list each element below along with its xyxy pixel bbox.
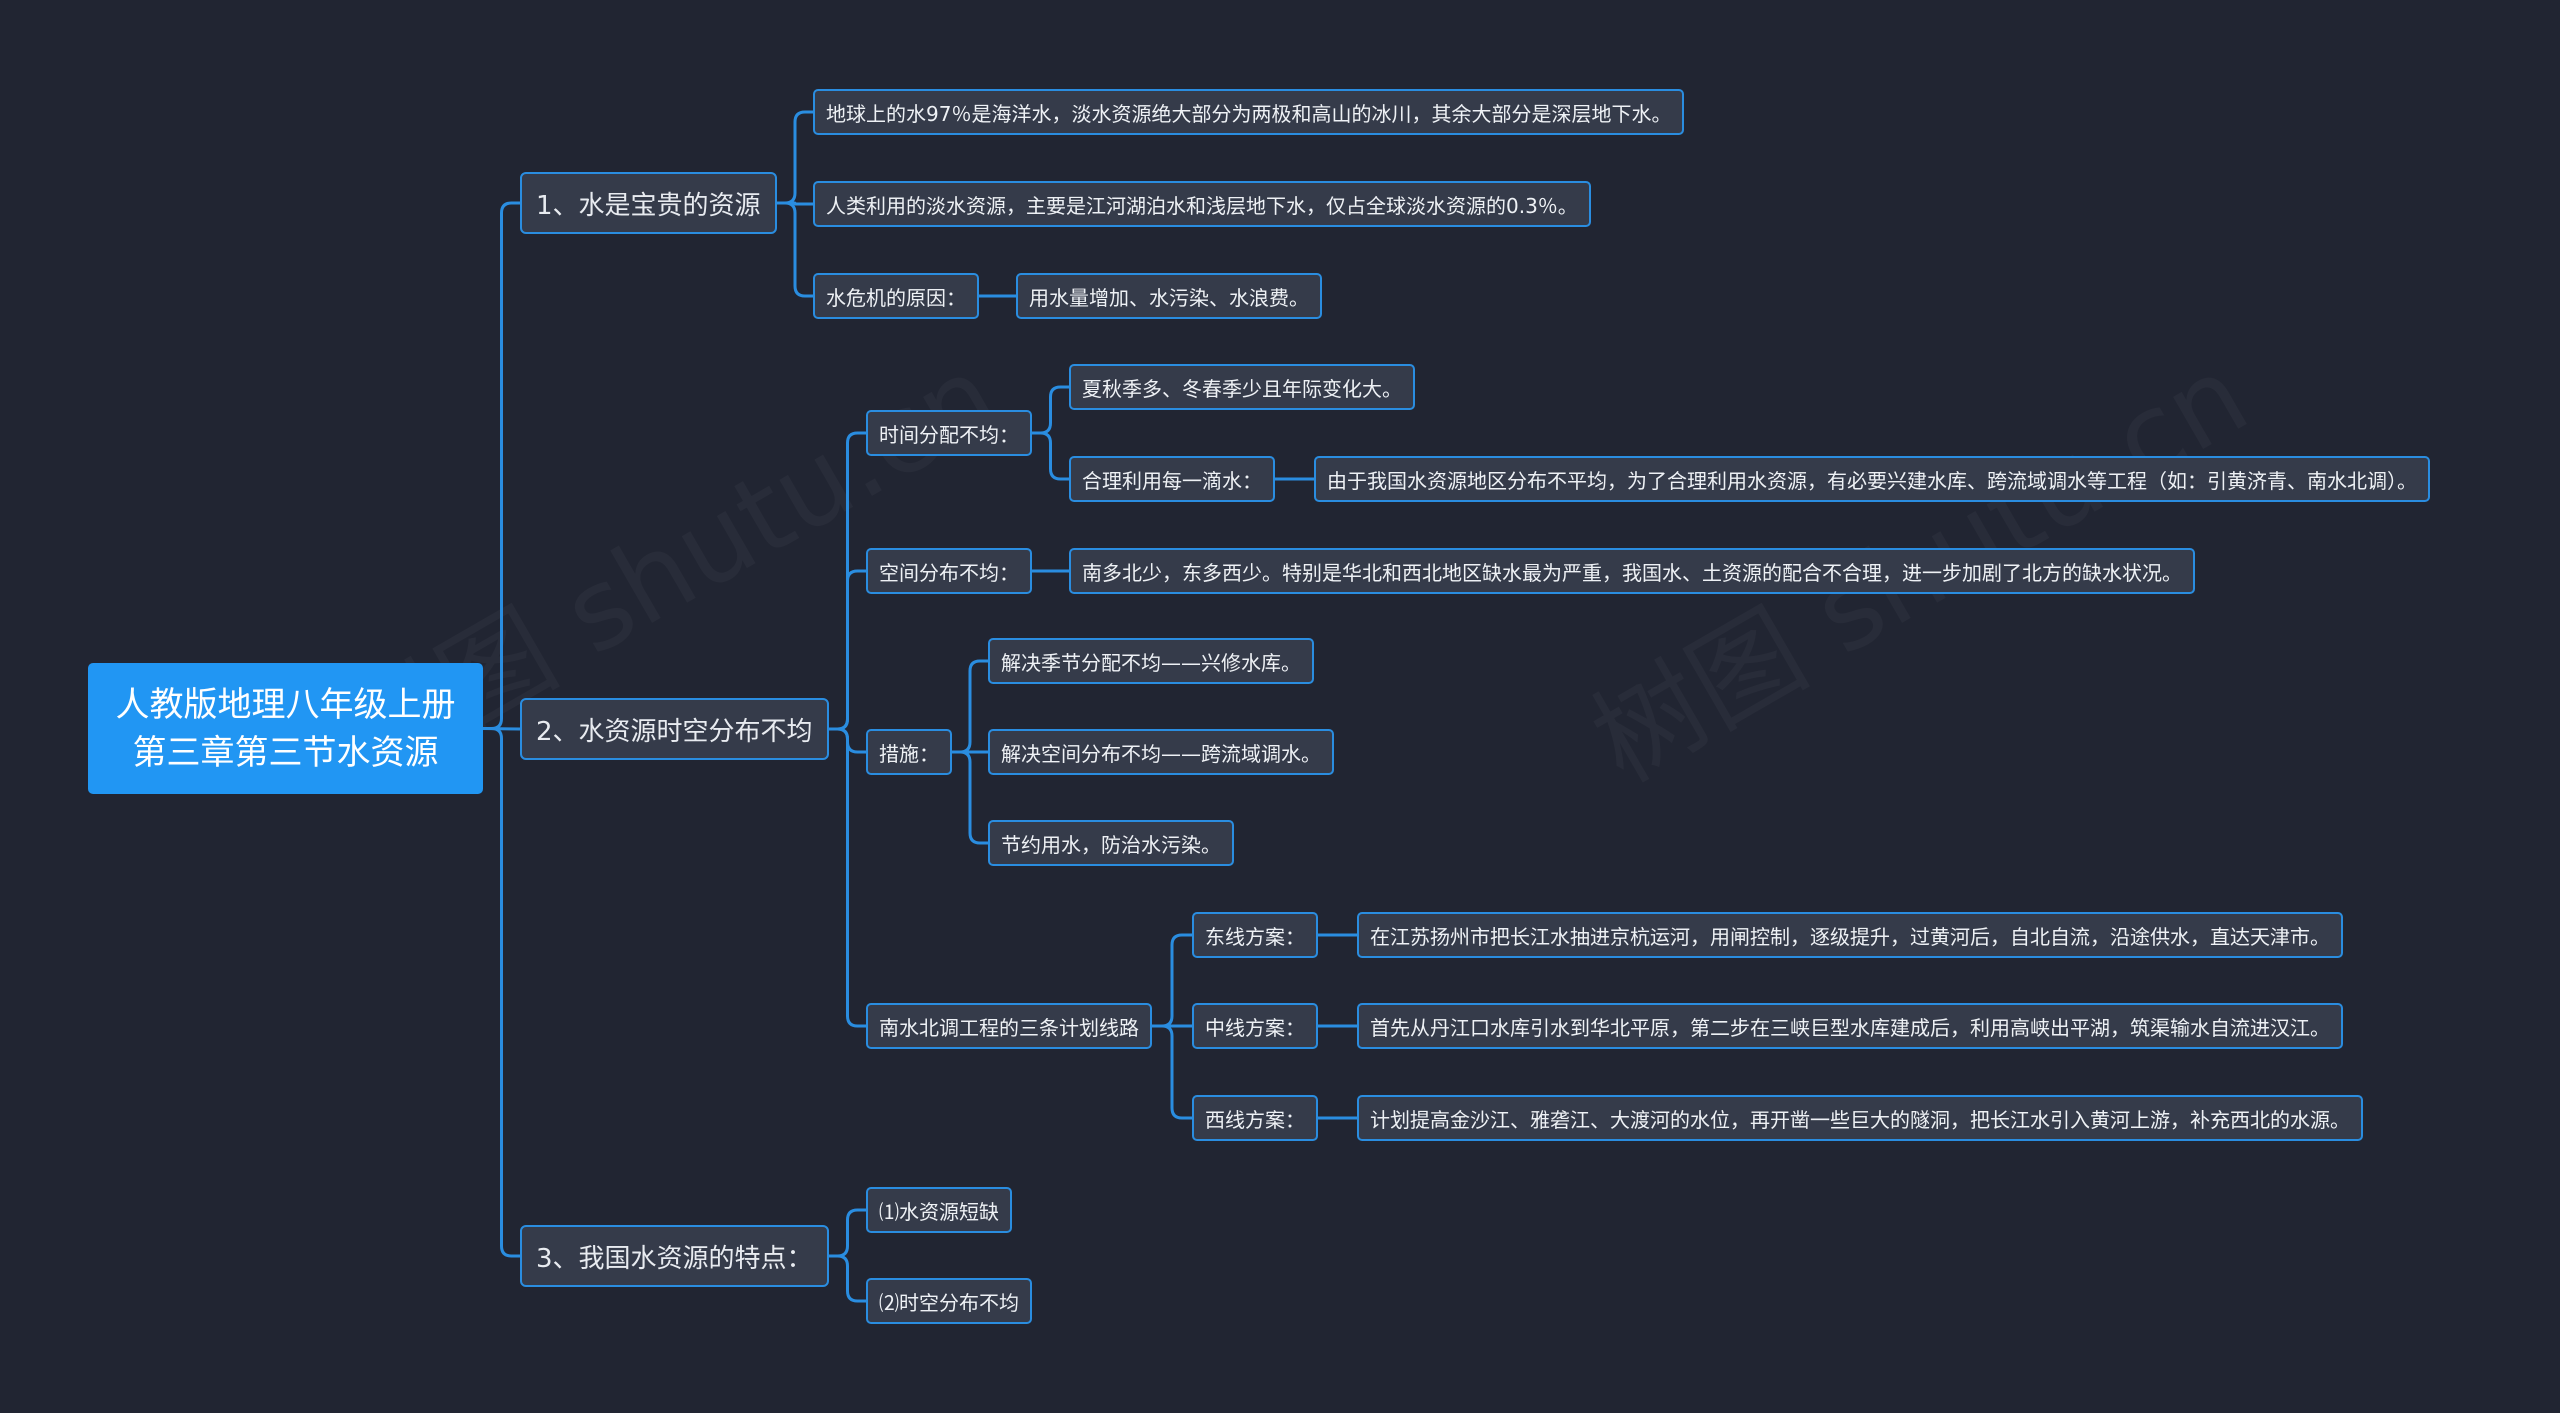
connector-root-b1 <box>483 201 520 730</box>
branch-china-water-features[interactable]: 3、我国水资源的特点： <box>520 1225 829 1287</box>
connector-b2-b2_2 <box>829 569 866 731</box>
node-west-route-detail[interactable]: 计划提高金沙江、雅砻江、大渡河的水位，再开凿一些巨大的隧洞，把长江水引入黄河上游… <box>1357 1095 2363 1141</box>
node-south-north-diversion[interactable]: 南水北调工程的三条计划线路 <box>866 1003 1152 1049</box>
connector-b2_1-b2_1_2 <box>1032 431 1069 481</box>
root-topic[interactable]: 人教版地理八年级上册第三章第三节水资源 <box>88 663 483 794</box>
connector-b2_4-b2_4_1 <box>1152 933 1192 1028</box>
node-crisis-reasons[interactable]: 用水量增加、水污染、水浪费。 <box>1016 273 1322 319</box>
connector-b2_3-b2_3_3 <box>952 750 988 845</box>
connector-b3-b3_2 <box>829 1254 866 1303</box>
node-water-crisis-cause[interactable]: 水危机的原因： <box>813 273 979 319</box>
node-east-route[interactable]: 东线方案： <box>1192 912 1318 958</box>
node-water-distribution[interactable]: 地球上的水97％是海洋水，淡水资源绝大部分为两极和高山的冰川，其余大部分是深层地… <box>813 89 1685 135</box>
node-seasonal-variation[interactable]: 夏秋季多、冬春季少且年际变化大。 <box>1069 364 1415 410</box>
node-build-reservoirs[interactable]: 解决季节分配不均——兴修水库。 <box>988 638 1314 684</box>
node-spatial-uneven[interactable]: 空间分布不均： <box>866 548 1032 594</box>
node-inter-basin-transfer[interactable]: 解决空间分布不均——跨流域调水。 <box>988 729 1334 775</box>
node-south-north-shortage[interactable]: 南多北少，东多西少。特别是华北和西北地区缺水最为严重，我国水、土资源的配合不合理… <box>1069 548 2195 594</box>
connector-root-b3 <box>483 727 520 1258</box>
node-use-every-drop[interactable]: 合理利用每一滴水： <box>1069 456 1275 502</box>
node-save-water[interactable]: 节约用水，防治水污染。 <box>988 820 1234 866</box>
node-water-shortage[interactable]: ⑴水资源短缺 <box>866 1187 1012 1233</box>
node-measures[interactable]: 措施： <box>866 729 952 775</box>
node-uneven-time-space[interactable]: ⑵时空分布不均 <box>866 1278 1032 1324</box>
connector-b2_1-b2_1_1 <box>1032 385 1069 435</box>
connector-b2_4-b2_4_3 <box>1152 1024 1192 1120</box>
branch-precious-resource[interactable]: 1、水是宝贵的资源 <box>520 172 777 234</box>
node-middle-route-detail[interactable]: 首先从丹江口水库引水到华北平原，第二步在三峡巨型水库建成后，利用高峡出平湖，筑渠… <box>1357 1003 2343 1049</box>
connector-b3-b3_1 <box>829 1208 866 1258</box>
connector-b1-b1_3 <box>777 201 813 298</box>
node-east-route-detail[interactable]: 在江苏扬州市把长江水抽进京杭运河，用闸控制，逐级提升，过黄河后，自北自流，沿途供… <box>1357 912 2343 958</box>
node-west-route[interactable]: 西线方案： <box>1192 1095 1318 1141</box>
connector-b2_3-b2_3_1 <box>952 659 988 754</box>
connector-b1-b1_1 <box>777 110 813 205</box>
node-temporal-uneven[interactable]: 时间分配不均： <box>866 410 1032 456</box>
connector-b2-b2_4 <box>829 727 866 1028</box>
node-middle-route[interactable]: 中线方案： <box>1192 1003 1318 1049</box>
node-freshwater-usage[interactable]: 人类利用的淡水资源，主要是江河湖泊水和浅层地下水，仅占全球淡水资源的0.3％。 <box>813 181 1591 227</box>
connector-b1-b1_2 <box>777 201 813 206</box>
node-water-projects[interactable]: 由于我国水资源地区分布不平均，为了合理利用水资源，有必要兴建水库、跨流域调水等工… <box>1314 456 2430 502</box>
branch-uneven-distribution[interactable]: 2、水资源时空分布不均 <box>520 698 829 760</box>
